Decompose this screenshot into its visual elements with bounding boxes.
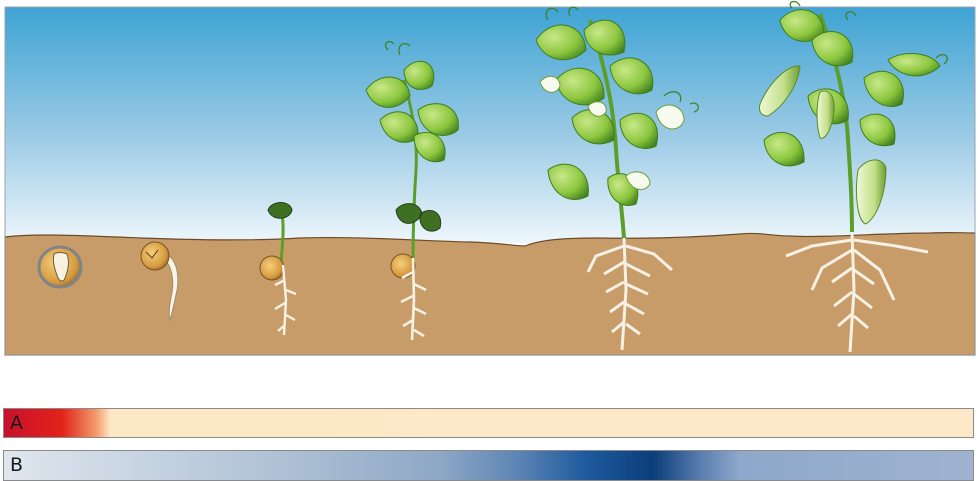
stem <box>281 215 283 262</box>
seed-icon <box>141 242 169 270</box>
stage-seed <box>39 247 81 287</box>
scale-bar-a: A <box>3 408 974 438</box>
seed-icon <box>260 256 284 280</box>
leaf-bud-icon <box>268 203 292 219</box>
bar-b-label: B <box>10 454 23 476</box>
seed-icon <box>391 254 415 278</box>
bar-a-label: A <box>10 412 23 434</box>
scale-bar-b: B <box>3 450 974 481</box>
